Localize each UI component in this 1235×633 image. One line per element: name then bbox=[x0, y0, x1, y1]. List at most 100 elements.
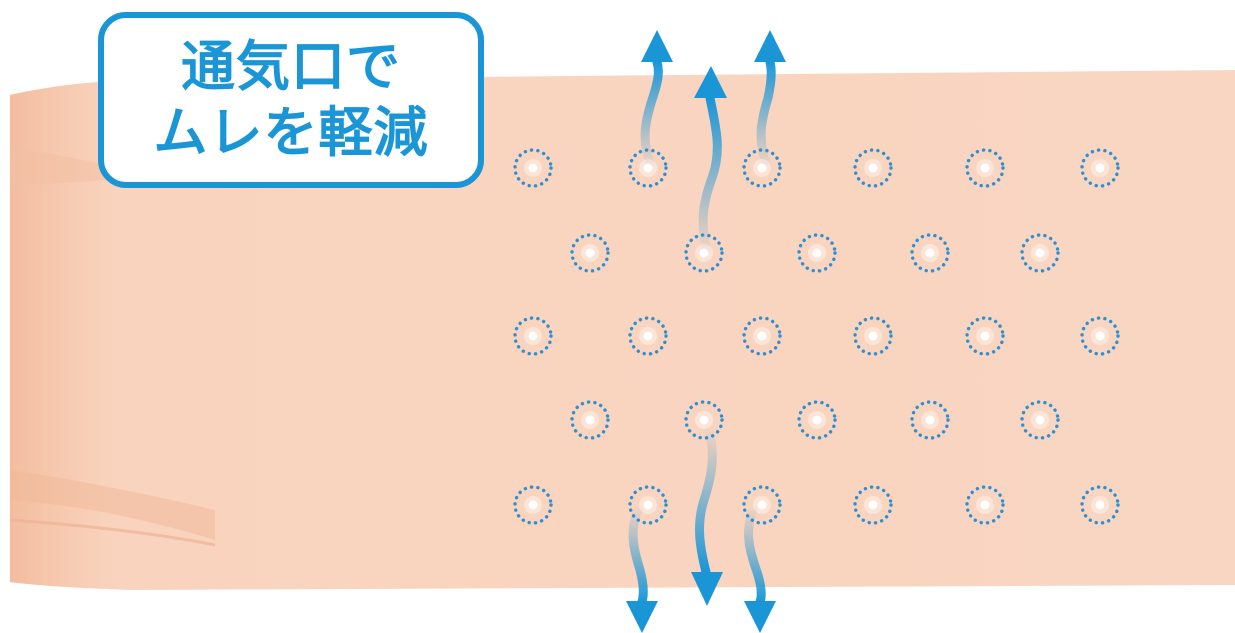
vent-hole-ring bbox=[910, 400, 950, 440]
airflow-trail bbox=[744, 500, 766, 607]
arrow-head bbox=[691, 572, 723, 606]
vent-hole-center bbox=[925, 415, 935, 425]
bandage-strip bbox=[10, 70, 1235, 590]
callout-box: 通気口で ムレを軽減 bbox=[98, 12, 484, 188]
airflow-arrow-up bbox=[640, 30, 673, 173]
vent-hole-ring bbox=[570, 400, 610, 440]
vent-hole-ring bbox=[1020, 233, 1060, 273]
arrow-head bbox=[694, 66, 727, 98]
vent-hole-ring bbox=[797, 400, 837, 440]
vent-hole bbox=[1020, 400, 1060, 440]
vent-hole bbox=[570, 233, 610, 273]
vent-hole-center bbox=[980, 500, 990, 510]
vent-hole bbox=[1080, 148, 1120, 188]
vent-hole-center bbox=[1095, 163, 1105, 173]
airflow-arrow-up bbox=[694, 66, 727, 260]
vent-hole-ring bbox=[965, 485, 1005, 525]
arrow-head bbox=[626, 601, 658, 633]
vent-hole-ring bbox=[965, 148, 1005, 188]
bandage-bottom-fold bbox=[10, 470, 215, 540]
vent-hole-ring bbox=[570, 233, 610, 273]
vent-hole-center bbox=[868, 163, 878, 173]
vent-hole-center bbox=[868, 331, 878, 341]
vent-hole bbox=[628, 316, 668, 356]
vent-hole-ring bbox=[1080, 485, 1120, 525]
vent-hole-center bbox=[925, 248, 935, 258]
vent-hole-center bbox=[643, 500, 653, 510]
vent-hole bbox=[513, 485, 553, 525]
callout-line-1: 通気口で bbox=[181, 35, 401, 98]
vent-hole bbox=[853, 148, 893, 188]
vent-hole-center bbox=[528, 331, 538, 341]
vent-hole-center bbox=[980, 331, 990, 341]
vent-hole bbox=[853, 485, 893, 525]
vent-hole bbox=[797, 400, 837, 440]
vent-hole-center bbox=[757, 500, 767, 510]
vent-hole-ring bbox=[513, 485, 553, 525]
vent-hole-center bbox=[528, 500, 538, 510]
vent-hole bbox=[1080, 485, 1120, 525]
vent-hole-center bbox=[528, 163, 538, 173]
airflow-trail bbox=[756, 57, 776, 173]
bandage-bottom-fold-line bbox=[9, 518, 216, 547]
callout-line-2: ムレを軽減 bbox=[153, 101, 429, 164]
airflow-arrow-down bbox=[744, 500, 776, 633]
airflow-arrows bbox=[626, 30, 786, 633]
vent-hole-ring bbox=[742, 485, 782, 525]
airflow-trail bbox=[640, 57, 663, 173]
vent-hole-center bbox=[980, 163, 990, 173]
vent-hole bbox=[910, 400, 950, 440]
airflow-trail bbox=[695, 420, 717, 577]
airflow-arrow-down bbox=[626, 500, 658, 633]
vent-hole-ring bbox=[628, 316, 668, 356]
vent-hole-ring bbox=[684, 400, 724, 440]
vent-hole-center bbox=[812, 248, 822, 258]
vent-hole-center bbox=[868, 500, 878, 510]
vent-hole-ring bbox=[513, 316, 553, 356]
vent-hole bbox=[513, 148, 553, 188]
vent-hole bbox=[853, 316, 893, 356]
vent-hole bbox=[742, 316, 782, 356]
vent-hole-center bbox=[643, 331, 653, 341]
vent-hole bbox=[513, 316, 553, 356]
airflow-trail bbox=[698, 93, 722, 260]
vent-hole-ring bbox=[853, 148, 893, 188]
vent-hole bbox=[910, 233, 950, 273]
arrow-head bbox=[641, 30, 673, 62]
vent-hole-center bbox=[1035, 248, 1045, 258]
vent-hole-center bbox=[585, 248, 595, 258]
vent-hole bbox=[570, 400, 610, 440]
vent-hole-center bbox=[1035, 415, 1045, 425]
vent-hole-center bbox=[585, 415, 595, 425]
vent-hole-center bbox=[1095, 500, 1105, 510]
bandage-body bbox=[9, 70, 1235, 590]
vent-hole-ring bbox=[1020, 400, 1060, 440]
bandage-left-edge-shade bbox=[10, 80, 130, 590]
vent-hole-ring bbox=[513, 148, 553, 188]
airflow-arrow-up bbox=[754, 30, 786, 173]
vent-hole-ring bbox=[1080, 148, 1120, 188]
vent-hole-center bbox=[1095, 331, 1105, 341]
vent-hole bbox=[965, 316, 1005, 356]
vent-hole-ring bbox=[853, 485, 893, 525]
arrow-head bbox=[744, 601, 776, 633]
arrow-head bbox=[754, 30, 786, 62]
vent-hole bbox=[965, 485, 1005, 525]
vent-hole-ring bbox=[1080, 316, 1120, 356]
vent-hole bbox=[797, 233, 837, 273]
vent-hole bbox=[965, 148, 1005, 188]
vent-hole-ring bbox=[853, 316, 893, 356]
vent-hole-center bbox=[757, 331, 767, 341]
vent-hole-ring bbox=[797, 233, 837, 273]
vent-hole bbox=[1020, 233, 1060, 273]
vent-hole-ring bbox=[628, 485, 668, 525]
vent-hole bbox=[628, 485, 668, 525]
vent-hole-center bbox=[812, 415, 822, 425]
vent-hole-ring bbox=[965, 316, 1005, 356]
vent-hole bbox=[1080, 316, 1120, 356]
vent-hole-ring bbox=[742, 316, 782, 356]
vent-hole-ring bbox=[910, 233, 950, 273]
airflow-trail bbox=[628, 500, 648, 607]
